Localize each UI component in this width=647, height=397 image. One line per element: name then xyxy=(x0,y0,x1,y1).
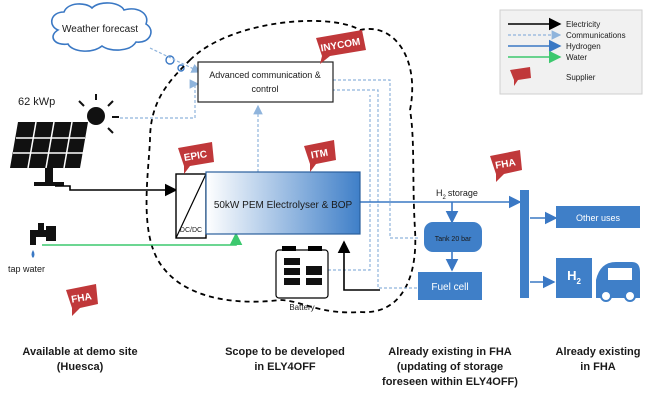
solar-panel-icon xyxy=(10,121,88,186)
battery-icon xyxy=(275,246,329,299)
comm-line-pv xyxy=(120,79,200,119)
tank-label: Tank 20 bar xyxy=(435,236,472,243)
fuel-cell-box xyxy=(418,272,482,300)
comm-box-line-1: Advanced communication & xyxy=(209,70,321,80)
converter-label: DC/DC xyxy=(180,227,202,234)
caption-fha-station: Already existing in FHA xyxy=(556,346,641,373)
electrolyser-label: 50kW PEM Electrolyser & BOP xyxy=(214,200,353,211)
pv-power-label: 62 kWp xyxy=(18,96,55,108)
svg-text:(Huesca): (Huesca) xyxy=(57,361,104,373)
weather-forecast-label: Weather forecast xyxy=(62,24,138,35)
tap-icon xyxy=(30,223,56,258)
weather-forecast-cloud: Weather forecast xyxy=(51,2,185,72)
legend-electricity-label: Electricity xyxy=(566,20,600,29)
svg-text:ITM: ITM xyxy=(310,148,329,162)
other-uses-box xyxy=(556,206,640,228)
legend-hydrogen-label: Hydrogen xyxy=(566,42,601,51)
svg-text:FHA: FHA xyxy=(494,157,516,171)
comm-line-tank xyxy=(333,79,420,239)
communication-control-box xyxy=(197,61,334,103)
supplier-tag-fha-storage: FHA xyxy=(490,150,522,182)
svg-text:(updating of storage: (updating of storage xyxy=(397,361,503,373)
h2-station-icon: H2 xyxy=(556,258,640,302)
svg-text:Scope to be developed: Scope to be developed xyxy=(225,346,345,358)
svg-text:foreseen within ELY4OFF): foreseen within ELY4OFF) xyxy=(382,376,518,388)
svg-text:Available at demo site: Available at demo site xyxy=(22,346,137,358)
svg-text:Already existing in FHA: Already existing in FHA xyxy=(388,346,512,358)
fuel-cell-label: Fuel cell xyxy=(431,282,468,293)
other-uses-label: Other uses xyxy=(576,213,621,223)
dc-dc-converter: DC/DC xyxy=(175,173,207,239)
supplier-tag-itm: ITM xyxy=(304,140,336,172)
electricity-pv-to-converter xyxy=(55,183,178,197)
battery-label: Battery xyxy=(289,303,314,312)
caption-fha-existing: Already existing in FHA (updating of sto… xyxy=(382,346,518,388)
h2-station-label: H2 xyxy=(567,268,581,286)
comm-line-battery xyxy=(318,95,371,271)
comm-box-line-2: control xyxy=(251,84,278,94)
scope-boundary xyxy=(145,20,417,314)
svg-text:FHA: FHA xyxy=(70,291,92,305)
svg-text:EPIC: EPIC xyxy=(183,149,208,164)
legend-water-label: Water xyxy=(566,53,587,62)
caption-demo-site: Available at demo site (Huesca) xyxy=(22,346,137,373)
svg-text:in FHA: in FHA xyxy=(580,361,615,373)
legend: Electricity Communications Hydrogen Wate… xyxy=(499,9,643,95)
supplier-tag-fha-site: FHA xyxy=(66,284,98,316)
electricity-fuelcell xyxy=(337,240,380,291)
svg-text:Already existing: Already existing xyxy=(556,346,641,358)
caption-scope: Scope to be developed in ELY4OFF xyxy=(225,346,345,373)
electrolyser-box xyxy=(205,171,361,235)
tap-water-label: tap water xyxy=(8,264,45,274)
sun-icon xyxy=(78,94,119,134)
legend-supplier-label: Supplier xyxy=(566,73,596,82)
distribution-bar xyxy=(520,190,529,298)
svg-text:in ELY4OFF: in ELY4OFF xyxy=(254,361,316,373)
water-line xyxy=(42,232,243,246)
tank-20bar xyxy=(424,222,482,252)
legend-supplier-icon xyxy=(510,67,531,86)
supplier-tag-epic: EPIC xyxy=(178,142,214,174)
comm-line-weather xyxy=(149,47,202,73)
legend-communications-label: Communications xyxy=(566,31,626,40)
comm-line-fuelcell xyxy=(322,89,420,289)
supplier-tag-inycom: INYCOM xyxy=(316,30,366,64)
